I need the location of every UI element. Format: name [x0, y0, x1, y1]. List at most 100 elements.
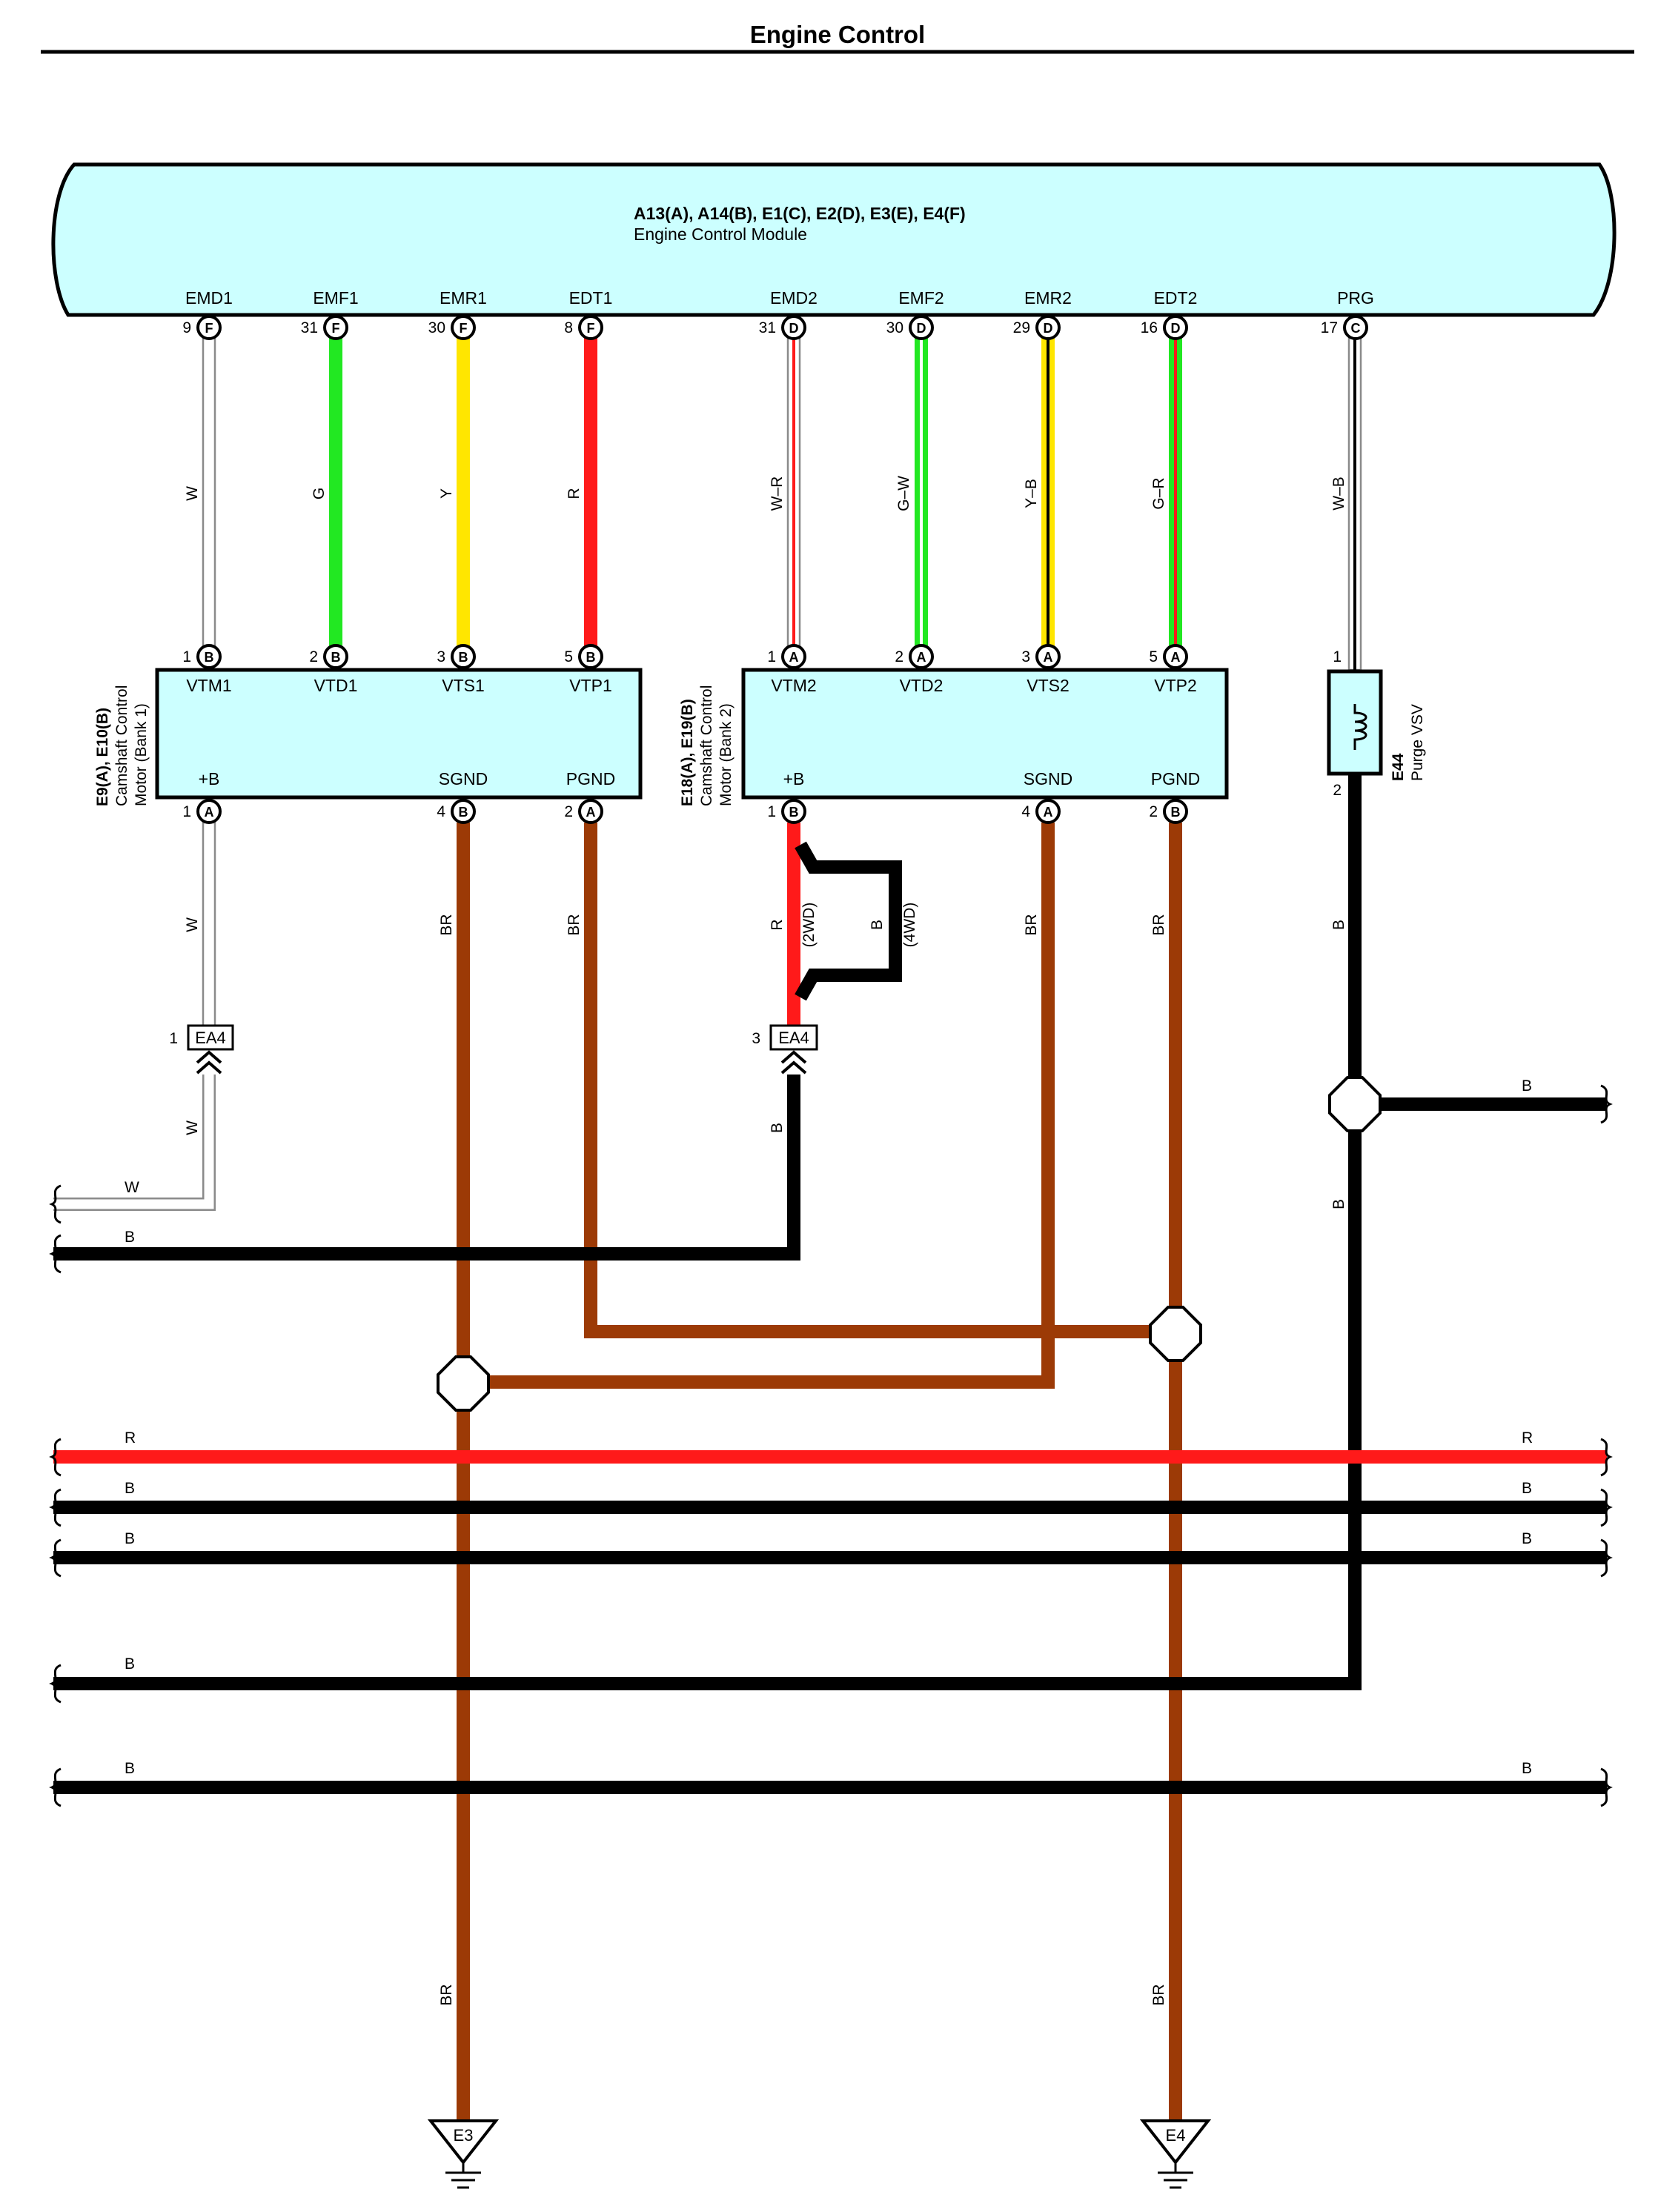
wire-g-w-stripe — [920, 335, 923, 652]
wire-label: BR — [1023, 914, 1040, 935]
svg-text:31: 31 — [301, 319, 318, 336]
terminal: D 31 — [759, 315, 806, 340]
motor-desc: Motor (Bank 1) — [133, 703, 150, 806]
svg-text:30: 30 — [886, 319, 903, 336]
wire-label: Y — [438, 488, 455, 499]
motor-pin-name: VTD2 — [900, 676, 944, 695]
ecm-pin-name: EMD1 — [185, 288, 233, 308]
terminal: F9 — [182, 315, 222, 340]
wire-label: R — [769, 919, 786, 930]
terminal: F30 — [428, 315, 476, 340]
ecm-body — [51, 162, 1616, 317]
terminal: B3 — [437, 644, 476, 669]
wire-br-m1-sgnd — [457, 823, 470, 2128]
ea4-right-box — [769, 1024, 818, 1051]
break-right-b0 — [1600, 1084, 1613, 1124]
ea4-right-pin: 3 — [752, 1030, 760, 1047]
svg-text:1: 1 — [767, 803, 776, 820]
wire-label: W — [184, 1120, 201, 1135]
motor-pin-name: SGND — [439, 769, 488, 788]
wire-label: R — [566, 488, 583, 499]
terminal: B5 — [564, 644, 603, 669]
svg-text:D: D — [1044, 321, 1053, 336]
svg-text:D: D — [789, 321, 799, 336]
vsv-body — [1327, 669, 1383, 776]
terminal: D16 — [1141, 315, 1188, 340]
terminal: D 29 — [1013, 315, 1061, 340]
svg-text:D: D — [917, 321, 926, 336]
svg-text:31: 31 — [759, 319, 776, 336]
ea4-left-pin: 1 — [169, 1030, 178, 1047]
svg-text:A: A — [586, 805, 596, 820]
svg-text:5: 5 — [564, 648, 573, 665]
wire-label: B — [1522, 1530, 1532, 1547]
wire-breaks — [49, 1084, 1613, 1807]
wire-label: B — [1522, 1760, 1532, 1777]
ecm-pin-name: EMD2 — [770, 288, 818, 308]
svg-text:8: 8 — [564, 319, 573, 336]
ecm-pin-name: EMR1 — [440, 288, 487, 308]
terminal: B2 — [309, 644, 348, 669]
wire-label: (4WD) — [901, 903, 918, 948]
svg-text:2: 2 — [309, 648, 318, 665]
svg-text:29: 29 — [1013, 319, 1030, 336]
motor-pin-name: VTP2 — [1154, 676, 1197, 695]
motor-top-terminals: B1 B2 B3 B5 A1 A2 A3 A5 — [182, 644, 1188, 669]
svg-text:B: B — [789, 805, 799, 820]
motor-id: E9(A), E10(B) — [94, 708, 111, 806]
motor-bank2: VTM2 VTD2 VTS2 VTP2 +B SGND PGND E18(A),… — [679, 668, 1229, 806]
ground-e3-triangle — [427, 2119, 500, 2165]
ground-e4-label: E4 — [1166, 2126, 1186, 2145]
ecm-pin-name: EDT2 — [1154, 288, 1198, 308]
splice-vsv — [1328, 1076, 1382, 1132]
vsv-id: E44 — [1390, 753, 1407, 781]
splice-e3 — [437, 1355, 490, 1412]
bus-b-1 — [53, 1501, 1607, 1514]
motor-pin-name: VTM1 — [186, 676, 231, 695]
motor-bank1: VTM1 VTD1 VTS1 VTP1 +B SGND PGND E9(A), … — [94, 668, 643, 806]
wire-label: W–B — [1330, 476, 1347, 511]
bus-b-2 — [53, 1551, 1607, 1564]
terminal: A1 — [767, 644, 806, 669]
terminal: A2 — [895, 644, 934, 669]
svg-text:5: 5 — [1149, 648, 1158, 665]
wire-label: B — [869, 920, 886, 930]
ecm-connectors: A13(A), A14(B), E1(C), E2(D), E3(E), E4(… — [634, 204, 966, 223]
svg-text:A: A — [205, 805, 214, 820]
wire-label: B — [769, 1123, 786, 1133]
svg-text:1: 1 — [182, 648, 191, 665]
svg-text:B: B — [459, 805, 468, 820]
wire-r — [584, 335, 597, 652]
wire-m1-plusb — [202, 821, 216, 1037]
motor-id: E18(A), E19(B) — [679, 699, 696, 806]
motor-pin-name: PGND — [566, 769, 615, 788]
break-right-b5 — [1600, 1767, 1613, 1807]
wire-label: BR — [566, 914, 583, 935]
terminal: B1 — [767, 799, 806, 824]
wire-ea4-b — [53, 1075, 800, 1261]
ecm-terminals: F9 F31 F30 F8 D31 D30 D29 D16 C17 — [182, 315, 1368, 340]
splice-e4 — [1149, 1306, 1202, 1362]
terminal: B4 — [437, 799, 476, 824]
motor-pin-name: VTP1 — [569, 676, 612, 695]
svg-text:F: F — [460, 321, 468, 336]
wire-y — [457, 335, 470, 652]
terminal: B2 — [1149, 799, 1188, 824]
ecm-name: Engine Control Module — [634, 225, 807, 244]
ground-e4: E4 — [1139, 2119, 1212, 2189]
wire-g — [329, 335, 342, 652]
break-left-b4 — [49, 1664, 62, 1704]
terminal: A4 — [1021, 799, 1061, 824]
wire-label: G–R — [1150, 477, 1167, 509]
svg-text:1: 1 — [182, 803, 191, 820]
bus-b-3 — [53, 1781, 1607, 1794]
wire-vsv-b — [53, 771, 1362, 1690]
wire-w-r-stripe — [792, 336, 795, 651]
motor-desc: Camshaft Control — [113, 685, 130, 806]
wire-label: B — [1330, 1199, 1347, 1209]
ecm-pin-name: PRG — [1337, 288, 1374, 308]
terminal: B1 — [182, 644, 222, 669]
svg-text:B: B — [331, 650, 341, 665]
svg-text:A: A — [789, 650, 799, 665]
break-right-b2 — [1600, 1488, 1613, 1527]
